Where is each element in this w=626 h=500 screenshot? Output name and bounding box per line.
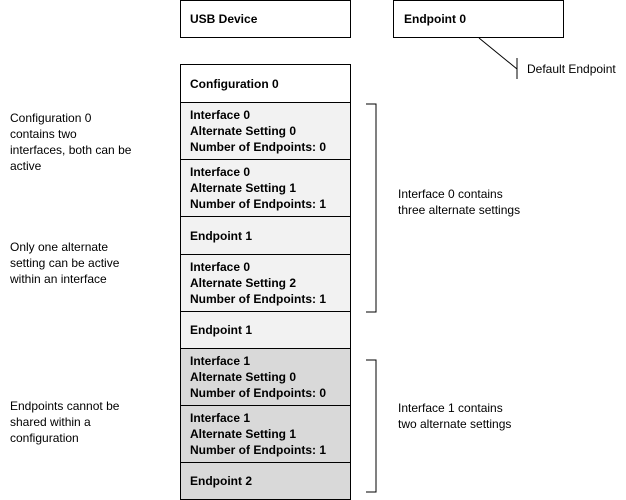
configuration-box: Configuration 0 <box>180 64 351 103</box>
note-interface1: Interface 1 contains two alternate setti… <box>398 401 512 431</box>
interface1-bracket <box>366 359 377 493</box>
interface0-alt2-endpoints: Number of Endpoints: 1 <box>190 292 326 306</box>
endpoint0-box: Endpoint 0 <box>393 0 564 38</box>
note-endpoints-shared: Endpoints cannot be shared within a conf… <box>10 399 120 445</box>
endpoint1-label-b: Endpoint 1 <box>190 323 252 337</box>
interface0-bracket <box>366 103 377 313</box>
interface0-alt1-setting: Alternate Setting 1 <box>190 181 297 195</box>
endpoint1-label-a: Endpoint 1 <box>190 228 252 243</box>
endpoint1-box-b: Endpoint 1 <box>180 311 351 349</box>
endpoint2-box: Endpoint 2 <box>180 462 351 500</box>
interface1-alt0-interface: Interface 1 <box>190 354 251 368</box>
endpoint1-box-a: Endpoint 1 <box>180 216 351 255</box>
interface0-alt1-endpoints: Number of Endpoints: 1 <box>190 197 326 211</box>
usb-device-box: USB Device <box>180 0 351 38</box>
interface0-alt1-interface: Interface 0 <box>190 165 251 179</box>
default-endpoint-leader <box>478 37 518 70</box>
usb-device-label: USB Device <box>190 12 258 26</box>
interface0-alt0-endpoints: Number of Endpoints: 0 <box>190 140 326 154</box>
interface1-alt0-box: Interface 1 Alternate Setting 0 Number o… <box>180 348 351 406</box>
endpoint2-label: Endpoint 2 <box>190 474 252 488</box>
interface1-alt1-interface: Interface 1 <box>190 411 251 425</box>
note-interface0: Interface 0 contains three alternate set… <box>398 187 521 217</box>
note-configuration: Configuration 0 contains two interfaces,… <box>10 111 132 173</box>
note-alternate-setting: Only one alternate setting can be active… <box>10 240 120 286</box>
interface1-alt1-setting: Alternate Setting 1 <box>190 427 297 441</box>
interface0-alt0-box: Interface 0 Alternate Setting 0 Number o… <box>180 102 351 160</box>
interface1-alt1-box: Interface 1 Alternate Setting 1 Number o… <box>180 405 351 463</box>
interface0-alt2-interface: Interface 0 <box>190 260 251 274</box>
interface1-alt1-endpoints: Number of Endpoints: 1 <box>190 443 326 457</box>
interface0-alt2-setting: Alternate Setting 2 <box>190 276 297 290</box>
interface1-alt0-setting: Alternate Setting 0 <box>190 370 297 384</box>
configuration-label: Configuration 0 <box>190 76 279 91</box>
interface0-alt2-box: Interface 0 Alternate Setting 2 Number o… <box>180 254 351 312</box>
endpoint0-label: Endpoint 0 <box>404 12 466 26</box>
interface1-alt0-endpoints: Number of Endpoints: 0 <box>190 386 326 400</box>
interface0-alt0-interface: Interface 0 <box>190 108 251 122</box>
interface0-alt0-setting: Alternate Setting 0 <box>190 124 297 138</box>
default-endpoint-label: Default Endpoint <box>527 62 616 76</box>
interface0-alt1-box: Interface 0 Alternate Setting 1 Number o… <box>180 159 351 217</box>
